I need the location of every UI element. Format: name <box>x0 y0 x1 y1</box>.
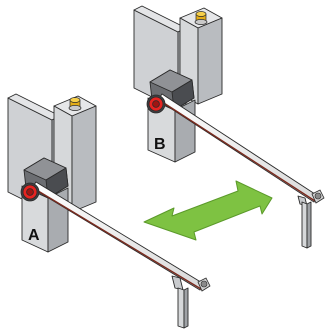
warning-lamp-b <box>146 94 166 114</box>
boom-arm-a <box>31 181 211 292</box>
rest-support-b <box>297 195 312 249</box>
unit-label-a: A <box>28 227 40 244</box>
warning-lamp-a <box>20 182 40 202</box>
barrier-unit-b: B <box>133 5 325 249</box>
rest-support-a <box>171 275 189 329</box>
barrier-unit-a: A <box>7 93 211 329</box>
unit-label-b: B <box>154 136 166 153</box>
beacon-light-a <box>68 97 82 111</box>
double-arrow-icon <box>143 180 273 241</box>
wall-panel-b <box>133 5 223 111</box>
beacon-light-b <box>194 11 208 25</box>
